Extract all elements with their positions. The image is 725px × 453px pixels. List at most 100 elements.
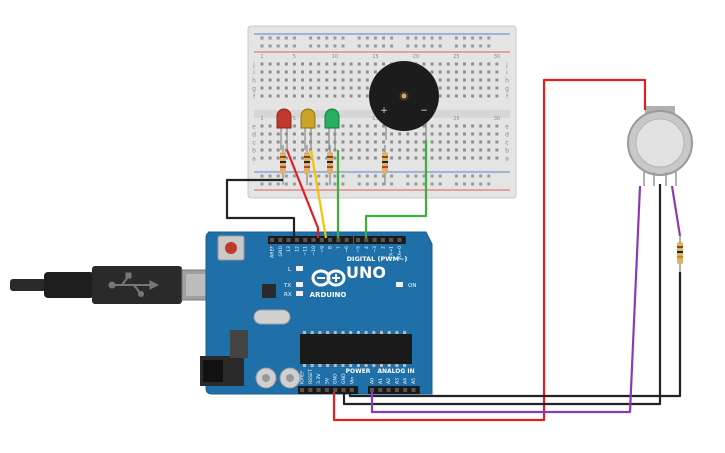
buzzer: + − [369,61,439,140]
breadboard-hole [382,140,385,144]
breadboard-hole [438,182,442,186]
breadboard-hole [365,36,369,40]
breadboard-hole [414,148,418,152]
breadboard-hole [341,124,345,128]
breadboard-hole [292,62,296,66]
breadboard-hole [479,36,483,40]
breadboard-hole [292,70,296,74]
pin-label: ~9 [319,246,325,253]
breadboard-hole [268,132,272,136]
breadboard-hole [438,174,442,178]
breadboard-hole [357,132,361,136]
breadboard-hole [357,124,361,128]
breadboard-hole [333,62,337,66]
row-letter: d [252,132,256,139]
power-label: POWER [346,368,371,375]
chip-pin [403,331,407,334]
pin-socket [319,238,324,242]
breadboard-hole [284,44,288,48]
breadboard-hole [430,174,434,178]
pin-socket [378,388,383,392]
breadboard-hole [463,86,466,90]
breadboard-hole [309,182,313,186]
breadboard-hole [414,132,418,136]
wire-red-5v [332,78,647,422]
breadboard-hole [317,86,321,90]
breadboard-hole [373,174,377,178]
chip-pin [395,331,399,334]
pin-socket [294,238,299,242]
breadboard-hole [284,132,288,136]
breadboard-hole [333,174,337,178]
breadboard-hole [390,132,394,136]
breadboard-hole [357,44,361,48]
resistor-yellow-led [304,145,310,185]
digital-header-label: DIGITAL (PWM~) [347,255,408,263]
breadboard-hole [454,36,458,40]
breadboard-hole [276,62,280,66]
breadboard-hole [357,156,361,160]
breadboard-hole [317,182,321,186]
row-letter: c [252,140,255,147]
buzzer-plus-label: + [380,106,388,116]
breadboard-hole [495,148,499,152]
breadboard-hole [422,132,426,136]
breadboard-hole [471,148,475,152]
chip-pin [372,364,376,367]
breadboard-hole [357,182,361,186]
breadboard-hole [268,140,272,144]
pin-label: 2 [380,246,386,249]
breadboard-hole [390,156,394,160]
breadboard-hole [349,148,353,152]
breadboard-hole [430,70,434,74]
breadboard-hole [406,132,410,136]
tx-led [296,282,303,287]
chip-pin [326,331,330,334]
chip-pin [364,364,368,367]
breadboard-hole [284,36,288,40]
breadboard-hole [471,70,475,74]
pin-socket [333,388,338,392]
breadboard-hole [422,148,426,152]
breadboard-hole [398,148,402,152]
breadboard-hole [430,156,434,160]
reset-button[interactable] [225,242,237,254]
breadboard-hole [373,124,377,128]
breadboard-hole [325,70,329,74]
breadboard-hole [325,140,329,144]
chip-pin [349,364,353,367]
breadboard-hole [284,94,288,98]
breadboard-hole [487,36,491,40]
breadboard-hole [333,78,337,82]
breadboard-hole [373,70,377,74]
pin-label: GND [278,246,284,257]
breadboard-hole [365,70,369,74]
pin-label: 13 [286,246,292,252]
pin-label: A0 [370,378,376,384]
breadboard-hole [495,78,499,82]
on-label: ON [408,283,416,289]
breadboard-hole [471,62,475,66]
breadboard-hole [301,132,304,136]
pin-socket [270,238,274,242]
led-yellow [300,108,316,150]
breadboard-hole [292,36,296,40]
breadboard-hole [479,148,483,152]
breadboard-hole [398,132,402,136]
breadboard-hole [365,132,369,136]
wire-purple-a0 [370,185,642,414]
chip-pin [310,331,314,334]
breadboard-hole [341,36,345,40]
breadboard-hole [341,78,345,82]
breadboard-hole [276,44,280,48]
chip-pin [341,331,345,334]
atmega-chip [300,334,412,364]
breadboard-hole [349,86,353,90]
chip-pin [341,364,345,367]
breadboard-hole [390,182,394,186]
breadboard-hole [292,132,296,136]
breadboard-hole [349,132,353,136]
power-pin-header [298,386,359,394]
breadboard-hole [495,86,499,90]
